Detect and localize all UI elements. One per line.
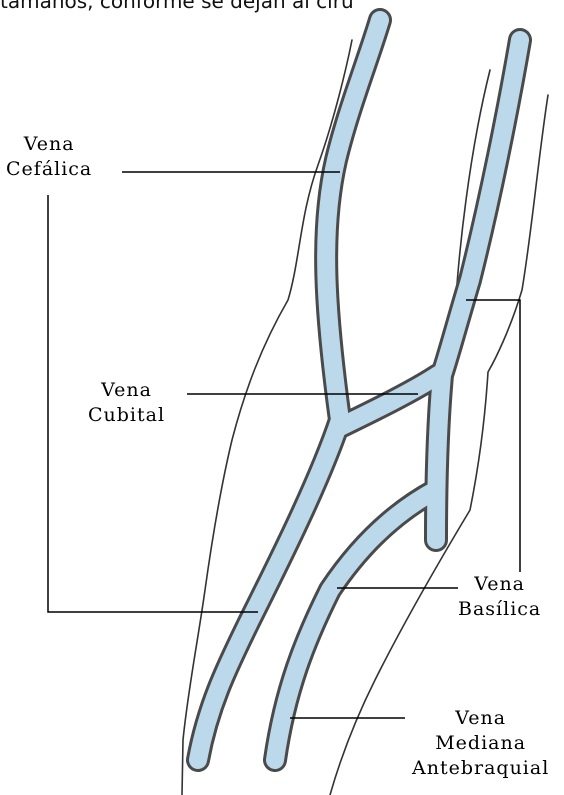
label-cefalica-line1: Vena <box>6 132 92 157</box>
label-cubital-line1: Vena <box>88 378 165 403</box>
cubital-vein <box>338 375 438 428</box>
label-mediana-line2: Mediana <box>412 731 549 756</box>
label-cefalica-line2: Cefálica <box>6 157 92 182</box>
leader-basilica <box>466 300 520 572</box>
label-vena-mediana: Vena Mediana Antebraquial <box>412 706 549 781</box>
label-basilica-line1: Vena <box>458 572 541 597</box>
label-cubital-line2: Cubital <box>88 403 165 428</box>
label-vena-cubital: Vena Cubital <box>88 378 165 428</box>
label-mediana-line3: Antebraquial <box>412 756 549 781</box>
label-vena-basilica: Vena Basílica <box>458 572 541 622</box>
label-vena-cefalica: Vena Cefálica <box>6 132 92 182</box>
label-mediana-line1: Vena <box>412 706 549 731</box>
label-basilica-line2: Basílica <box>458 597 541 622</box>
